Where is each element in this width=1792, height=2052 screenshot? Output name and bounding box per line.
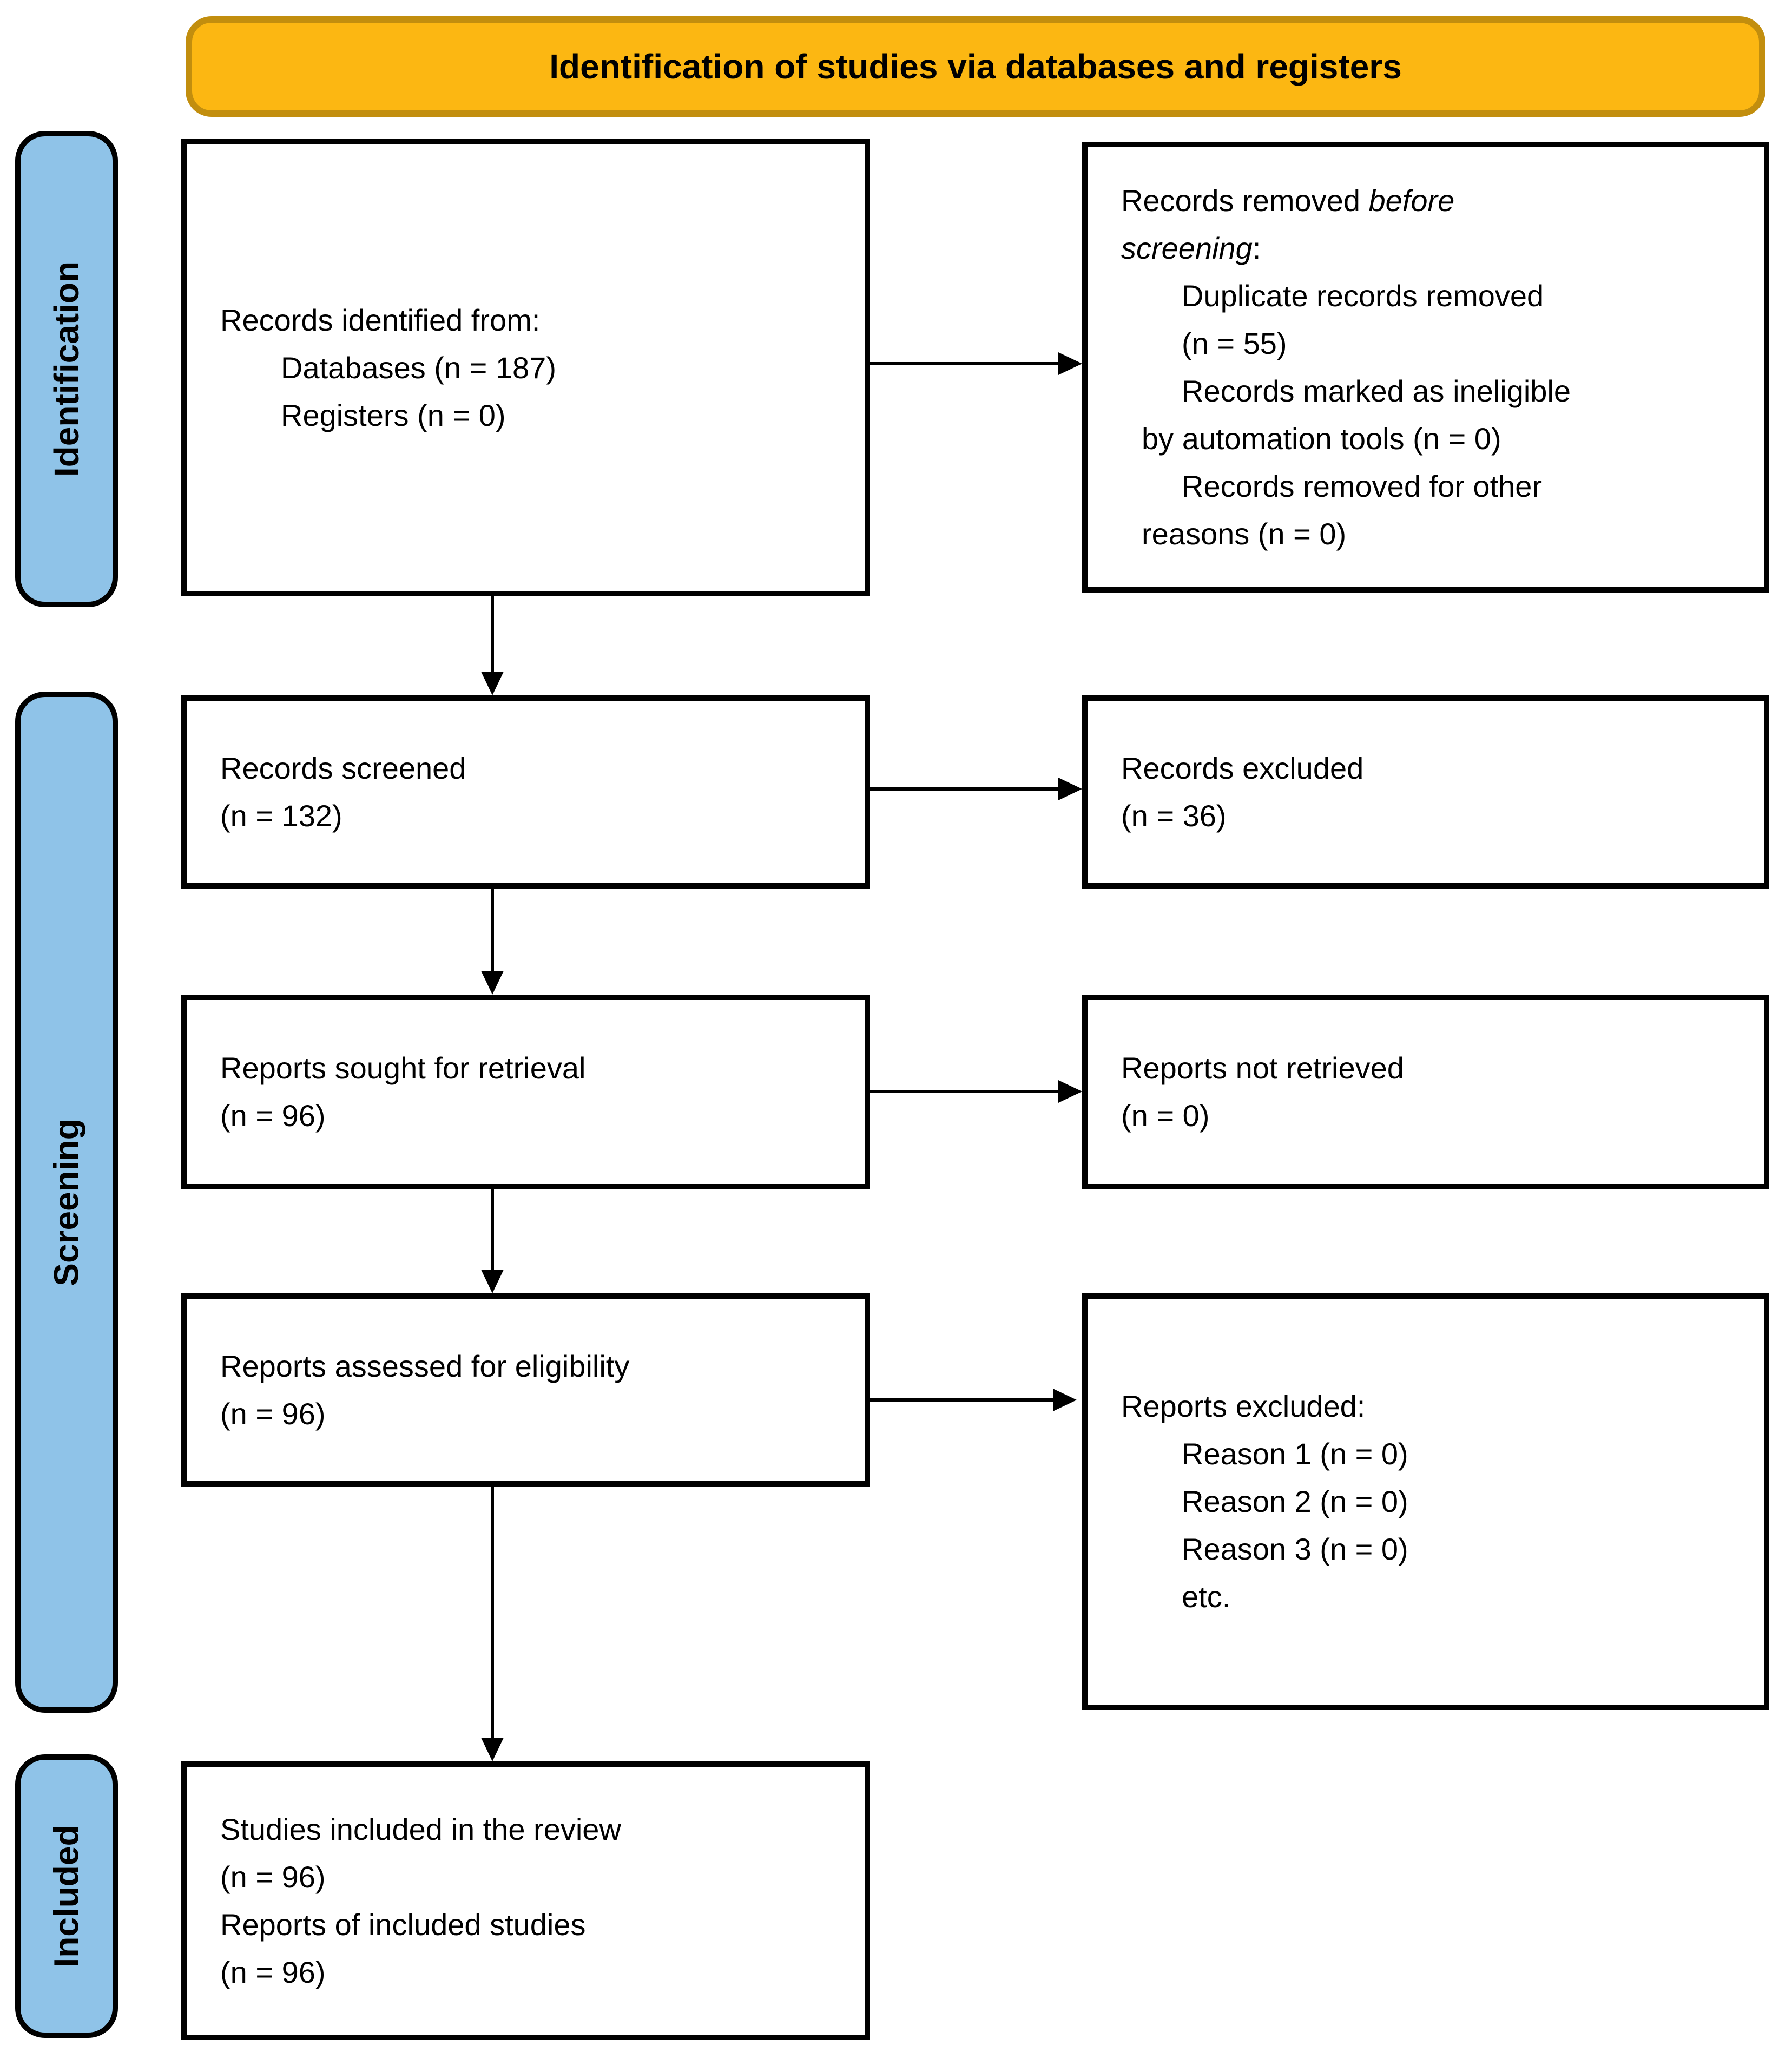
banner-title: Identification of studies via databases … — [549, 47, 1402, 86]
stage-label-screening: Screening — [15, 692, 118, 1713]
banner-identification-of-studies: Identification of studies via databases … — [186, 16, 1765, 117]
text-line: Records excluded — [1121, 751, 1364, 785]
box-studies-included: Studies included in the review (n = 96) Re… — [181, 1761, 870, 2040]
arrow-screened-to-excluded — [870, 787, 1058, 791]
box-reports-sought-for-retrieval: Reports sought for retrieval (n = 96) — [181, 995, 870, 1189]
text-line: Reports sought for retrieval — [220, 1051, 586, 1085]
box-records-excluded: Records excluded (n = 36) — [1082, 695, 1769, 889]
text-line: (n = 96) — [220, 1859, 326, 1894]
stage-label-screening-text: Screening — [47, 1118, 86, 1286]
text-line: Reports not retrieved — [1121, 1051, 1404, 1085]
text-line: etc. — [1182, 1580, 1231, 1614]
stage-label-included-text: Included — [47, 1825, 86, 1968]
text-line: (n = 96) — [220, 1099, 326, 1133]
arrow-sought-to-assessed — [491, 1189, 494, 1270]
box-records-identified: Records identified from: Databases (n = 1… — [181, 139, 870, 596]
text-line: Records identified from: — [220, 302, 541, 337]
text-line: (n = 96) — [220, 1955, 326, 1989]
arrow-identified-to-removed — [870, 362, 1058, 365]
text-line: Reports of included studies — [220, 1907, 586, 1942]
text-line: (n = 36) — [1121, 798, 1227, 833]
box-records-screened: Records screened (n = 132) — [181, 695, 870, 889]
arrow-identified-to-screened — [491, 596, 494, 672]
arrow-sought-to-not-retrieved — [870, 1090, 1058, 1093]
text-line: Records removed before — [1121, 183, 1455, 218]
arrow-assessed-to-included — [491, 1487, 494, 1738]
stage-label-identification-text: Identification — [47, 261, 86, 477]
text-line: Reason 2 (n = 0) — [1182, 1484, 1408, 1518]
text-line: Records marked as ineligible — [1182, 373, 1571, 408]
box-reports-not-retrieved: Reports not retrieved (n = 0) — [1082, 995, 1769, 1189]
text-line: Duplicate records removed — [1182, 278, 1544, 313]
text-line: (n = 0) — [1121, 1099, 1210, 1133]
text-line: (n = 132) — [220, 798, 342, 833]
text-line: Reason 3 (n = 0) — [1182, 1532, 1408, 1566]
text-line: (n = 96) — [220, 1396, 326, 1431]
text-line: screening: — [1121, 231, 1261, 265]
arrow-assessed-to-reports-excluded — [870, 1398, 1053, 1402]
arrow-screened-to-sought — [491, 889, 494, 971]
text-line: Records screened — [220, 751, 466, 785]
text-line: Reports excluded: — [1121, 1389, 1366, 1423]
text-line: Studies included in the review — [220, 1812, 621, 1846]
box-reports-excluded: Reports excluded: Reason 1 (n = 0) Reason … — [1082, 1293, 1769, 1710]
text-line: (n = 55) — [1182, 326, 1287, 360]
text-line: Reason 1 (n = 0) — [1182, 1437, 1408, 1471]
box-reports-assessed-for-eligibility: Reports assessed for eligibility (n = 96) — [181, 1293, 870, 1487]
text-line: by automation tools (n = 0) — [1142, 421, 1501, 456]
text-line: Databases (n = 187) — [281, 350, 556, 385]
text-line: Registers (n = 0) — [281, 398, 506, 432]
box-records-removed-before-screening: Records removed before screening: Duplicat… — [1082, 142, 1769, 593]
text-line: reasons (n = 0) — [1142, 516, 1347, 551]
text-line: Reports assessed for eligibility — [220, 1349, 630, 1383]
stage-label-identification: Identification — [15, 131, 118, 607]
stage-label-included: Included — [15, 1754, 118, 2038]
text-line: Records removed for other — [1182, 469, 1543, 503]
